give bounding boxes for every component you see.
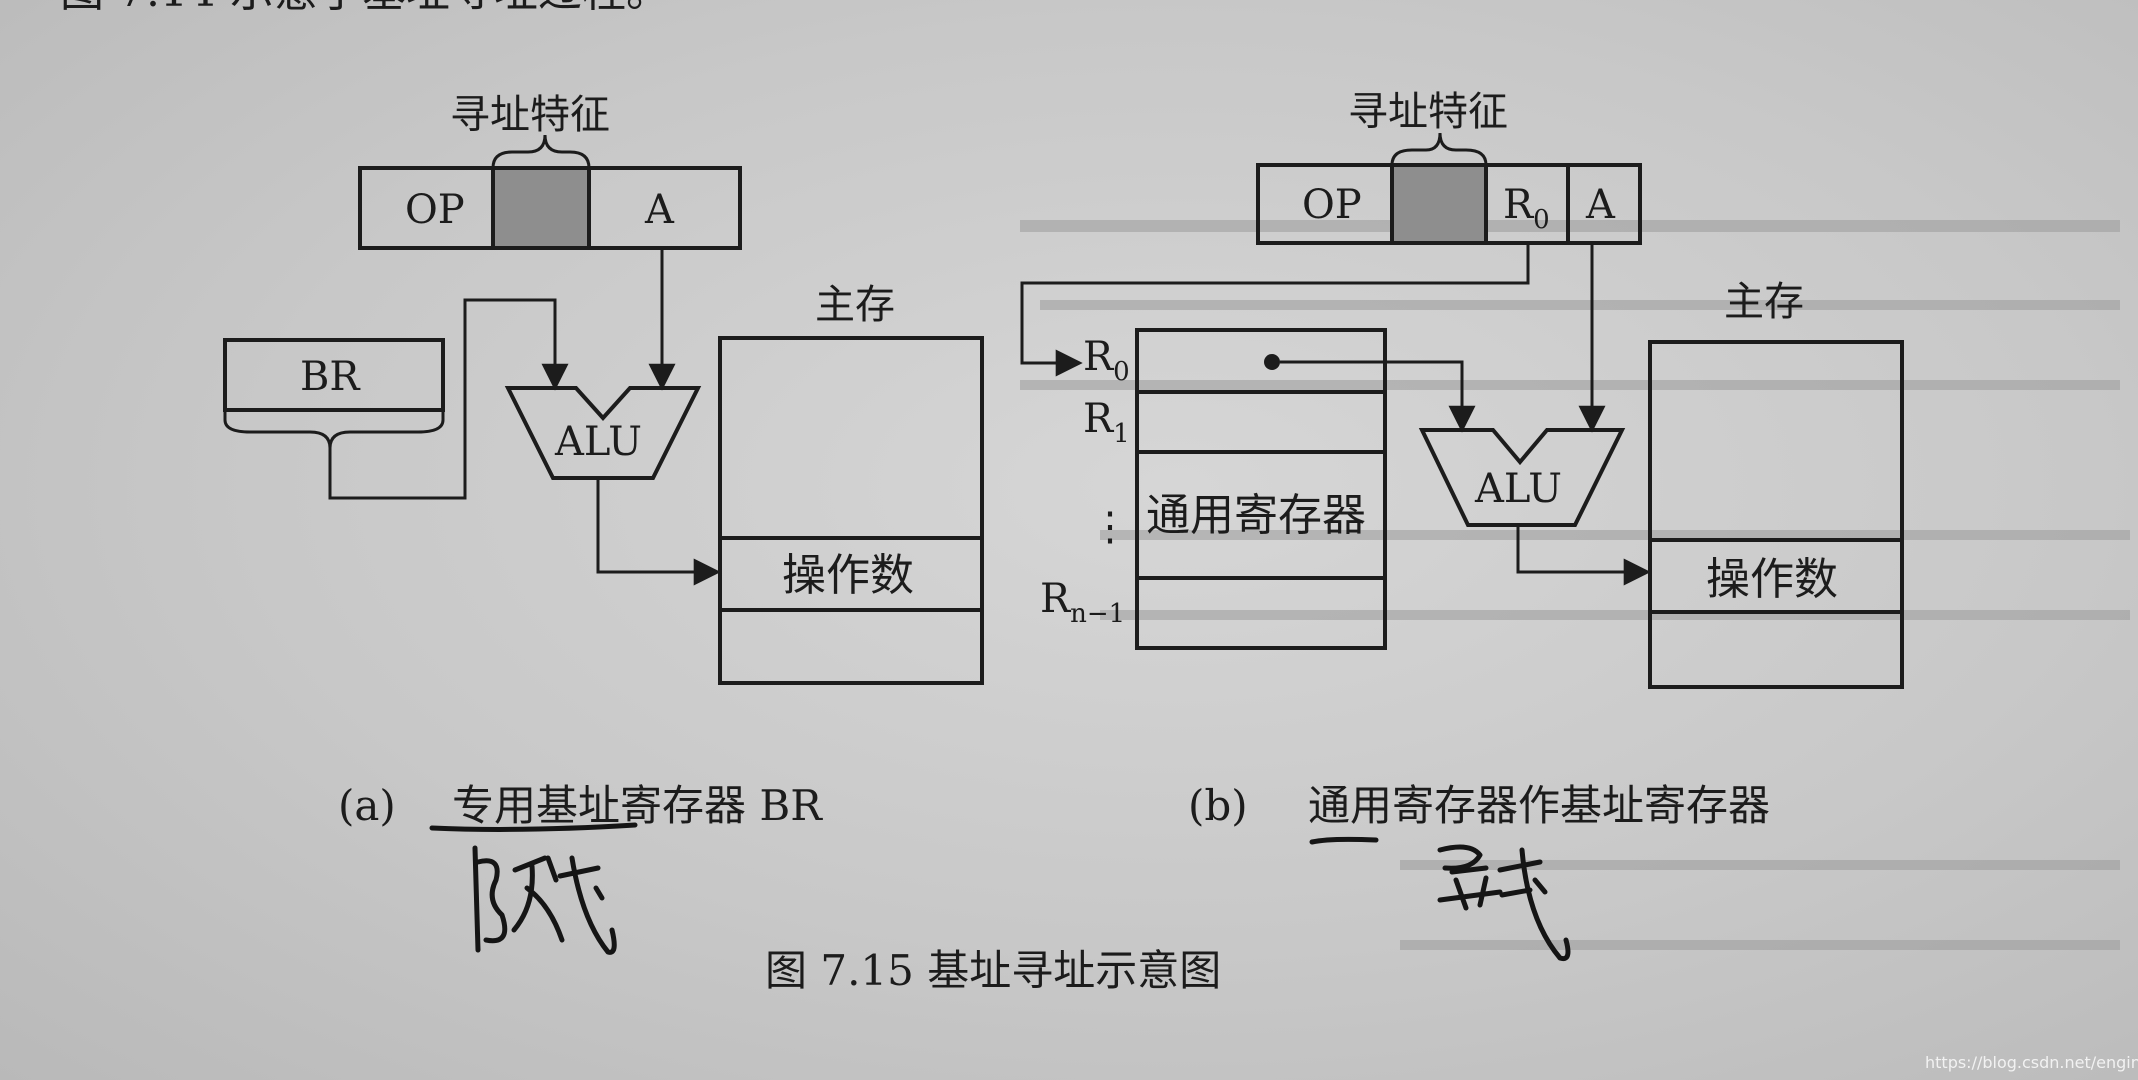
main-memory-a bbox=[718, 336, 984, 685]
addr-feature-label-a: 寻址特征 bbox=[450, 92, 610, 138]
br-to-alu-line bbox=[328, 298, 569, 500]
br-brace bbox=[223, 419, 445, 449]
br-register bbox=[223, 338, 445, 412]
alu-label-a: ALU bbox=[554, 419, 642, 465]
caption-a: 专用基址寄存器 BR bbox=[452, 781, 823, 830]
addr-feature-label-b: 寻址特征 bbox=[1348, 89, 1508, 135]
addr-feature-field-b bbox=[1390, 163, 1488, 245]
alu-to-operand-line-a bbox=[596, 478, 721, 586]
a-field-b: A bbox=[1585, 182, 1616, 228]
alu-to-operand-line-b bbox=[1516, 525, 1651, 586]
watermark: https://blog.csdn.net/engineer0 bbox=[1925, 1053, 2138, 1072]
reg-dots: ⋮ bbox=[1090, 504, 1130, 550]
memory-title-a: 主存 bbox=[815, 282, 895, 328]
caption-prefix-b: (b) bbox=[1188, 781, 1248, 830]
top-cut-text: 图 7.14 示意了基址寻址过程。 bbox=[60, 0, 670, 17]
caption-a-underline bbox=[429, 822, 638, 832]
diagram-b: 寻址特征 OP R0 A R0 R1 ⋮ Rn−1 通用寄存器 ALU 主存 操… bbox=[1020, 89, 1904, 962]
r0-to-alu-line bbox=[1280, 360, 1476, 433]
diagram-a: 寻址特征 OP A BR ALU 主存 操作数 (a) 专用基址寄存器 BR 隐… bbox=[223, 92, 984, 955]
r0-field-b: R0 bbox=[1503, 182, 1550, 235]
op-field-a: OP bbox=[405, 187, 465, 233]
reg-label-rn: Rn−1 bbox=[1040, 576, 1125, 629]
handwriting-implicit: 隐式 bbox=[472, 845, 617, 955]
handwriting-explicit: 显式 bbox=[1437, 844, 1571, 962]
caption-prefix-a: (a) bbox=[338, 781, 396, 830]
r0-select-line bbox=[1020, 243, 1530, 377]
operand-a: 操作数 bbox=[782, 550, 914, 601]
operand-b: 操作数 bbox=[1706, 554, 1838, 605]
figure-caption: 图 7.15 基址寻址示意图 bbox=[765, 946, 1221, 995]
caption-b: 通用寄存器作基址寄存器 bbox=[1308, 781, 1770, 830]
memory-title-b: 主存 bbox=[1724, 279, 1804, 325]
addr-feature-field-a bbox=[491, 166, 591, 250]
r0-contents-dot bbox=[1264, 354, 1280, 370]
addr-feature-brace-b bbox=[1390, 132, 1488, 166]
br-label: BR bbox=[300, 354, 361, 400]
gpr-label: 通用寄存器 bbox=[1146, 490, 1366, 541]
a-field-a: A bbox=[644, 187, 675, 233]
reg-label-r0: R0 bbox=[1083, 334, 1130, 387]
bleed-through-texture bbox=[1020, 220, 2130, 950]
op-field-b: OP bbox=[1302, 182, 1362, 228]
main-memory-b bbox=[1648, 340, 1904, 689]
reg-label-r1: R1 bbox=[1083, 396, 1130, 449]
alu-label-b: ALU bbox=[1474, 466, 1562, 512]
general-register-file bbox=[1135, 328, 1387, 650]
caption-b-underline bbox=[1309, 836, 1379, 845]
addr-feature-brace-a bbox=[491, 134, 591, 169]
